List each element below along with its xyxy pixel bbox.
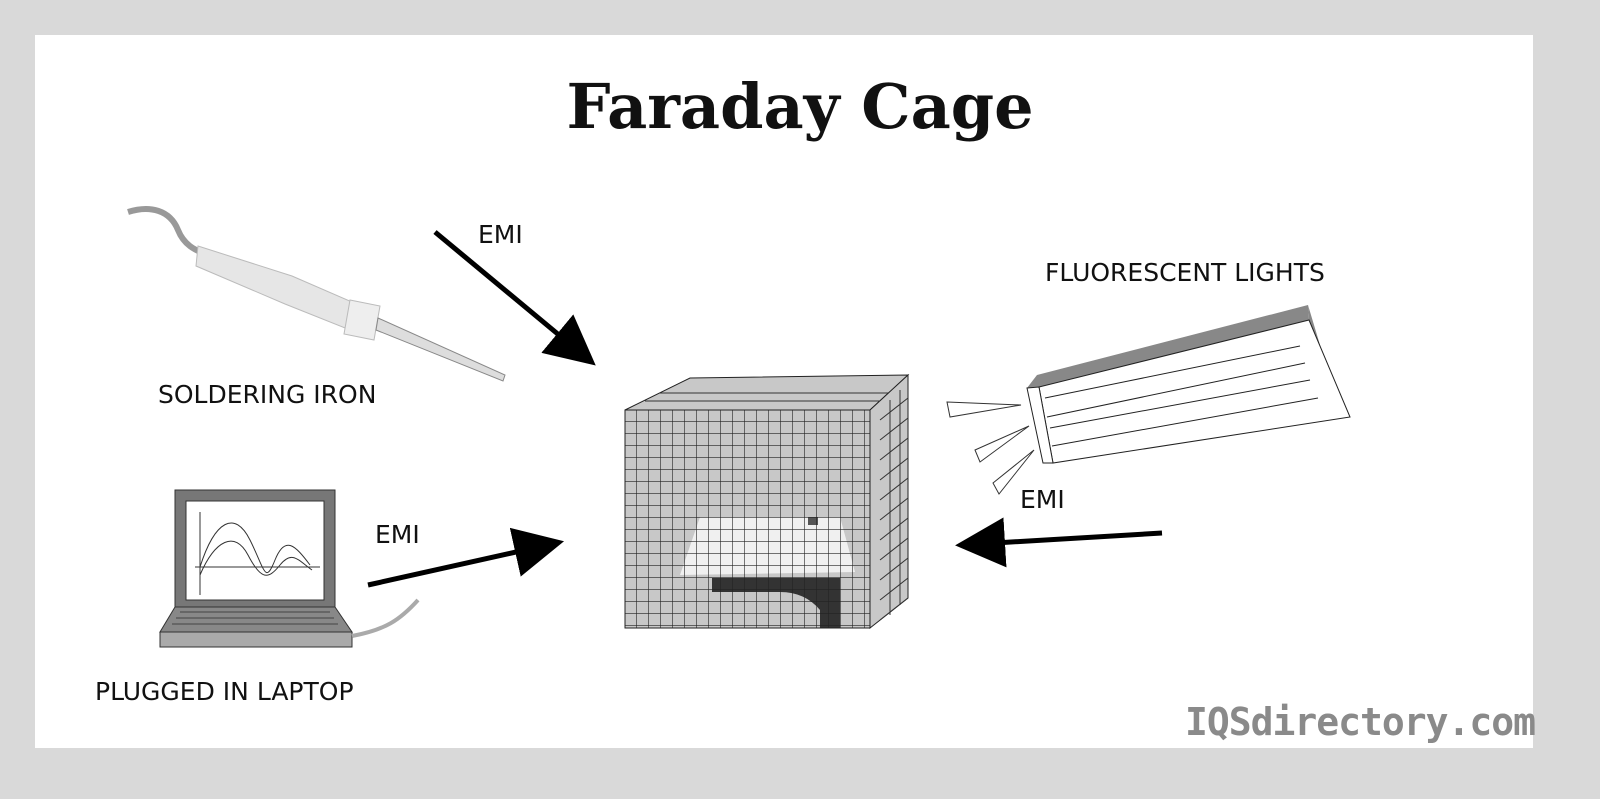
emi-arrow-top (433, 230, 596, 366)
watermark: IQSdirectory.com (1185, 700, 1536, 744)
soldering-iron-label: SOLDERING IRON (158, 380, 377, 409)
fluorescent-lights-icon (946, 305, 1351, 495)
page-title: Faraday Cage (566, 70, 1034, 143)
soldering-iron-icon (127, 206, 506, 382)
emi-label-top: EMI (478, 220, 523, 249)
emi-arrow-right (955, 517, 1163, 568)
emi-arrow-laptop (367, 527, 565, 588)
laptop-icon (159, 489, 420, 648)
faraday-cage-icon (624, 373, 910, 630)
fluorescent-lights-label: FLUORESCENT LIGHTS (1045, 258, 1325, 287)
laptop-label: PLUGGED IN LAPTOP (95, 677, 354, 706)
emi-label-right: EMI (1020, 485, 1065, 514)
emi-label-laptop: EMI (375, 520, 420, 549)
